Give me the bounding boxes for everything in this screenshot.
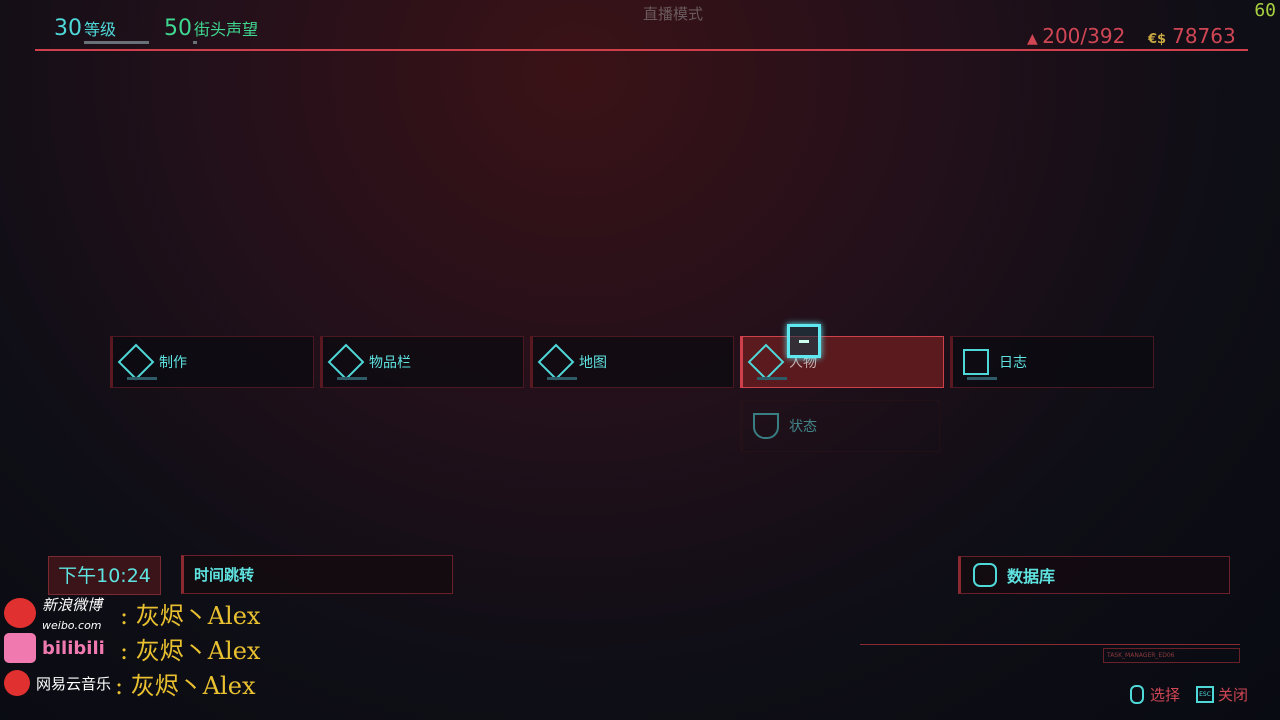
tile-label: 制作	[159, 355, 187, 371]
tile-label: 人物	[789, 355, 817, 371]
tile-journal[interactable]: 日志	[950, 336, 1154, 388]
tile-map[interactable]: 地图	[530, 336, 734, 388]
task-manager-label: TASK_MANAGER_ED06	[1103, 648, 1240, 663]
mode-title: 直播模式	[642, 5, 703, 23]
time-skip-button[interactable]: 时间跳转	[181, 555, 453, 594]
close-label: 关闭	[1218, 686, 1249, 704]
weight-icon: ▲	[1027, 31, 1043, 47]
character-icon	[747, 343, 785, 381]
overlay-name: : 灰烬丶Alex	[115, 671, 256, 700]
netease-label: 网易云音乐	[36, 674, 112, 693]
level-value: 30	[54, 16, 82, 41]
esc-key-icon: ESC	[1196, 686, 1214, 703]
money: €$ 78763	[1148, 24, 1236, 48]
crafting-icon	[117, 343, 155, 381]
database-label: 数据库	[1007, 567, 1056, 586]
level-label: 等级	[84, 20, 117, 39]
weibo-icon	[4, 598, 36, 628]
mouse-cursor	[787, 324, 821, 358]
fps-counter: 60	[1254, 0, 1276, 21]
bilibili-label: bilibili	[42, 637, 105, 659]
tile-crafting[interactable]: 制作	[110, 336, 314, 388]
journal-icon	[963, 349, 989, 375]
eurodollar-icon: €$	[1148, 32, 1167, 47]
select-label: 选择	[1150, 686, 1181, 704]
tile-character[interactable]: 人物	[740, 336, 944, 388]
bilibili-icon	[4, 633, 36, 663]
overlay-name: : 灰烬丶Alex	[120, 601, 261, 630]
tile-label: 状态	[789, 419, 817, 435]
tile-label: 物品栏	[369, 355, 411, 371]
mouse-icon	[1130, 685, 1144, 704]
tile-label: 日志	[999, 355, 1027, 371]
game-time: 下午10:24	[48, 556, 161, 595]
database-icon	[973, 563, 997, 587]
overlay-name: : 灰烬丶Alex	[120, 636, 261, 665]
tile-stats[interactable]: 状态	[740, 400, 940, 452]
footer-divider	[860, 644, 1240, 645]
overlay-netease: 网易云音乐: 灰烬丶Alex	[4, 667, 256, 700]
street-cred-progress	[193, 41, 197, 44]
inventory-icon	[327, 343, 365, 381]
database-button[interactable]: 数据库	[958, 556, 1230, 594]
street-cred-value: 50	[164, 16, 192, 41]
tile-inventory[interactable]: 物品栏	[320, 336, 524, 388]
header-divider	[35, 49, 1248, 51]
weight-value: 200/392	[1042, 24, 1126, 48]
overlay-bilibili: bilibili : 灰烬丶Alex	[4, 632, 261, 665]
money-value: 78763	[1172, 24, 1236, 48]
map-icon	[537, 343, 575, 381]
tile-label: 地图	[579, 355, 607, 371]
carry-weight: ▲ 200/392	[1027, 24, 1125, 48]
level-progress	[84, 41, 149, 44]
stats-icon	[753, 413, 779, 439]
netease-music-icon	[4, 670, 30, 696]
street-cred-label: 街头声望	[194, 20, 259, 39]
select-hint[interactable]: 选择	[1130, 684, 1180, 705]
